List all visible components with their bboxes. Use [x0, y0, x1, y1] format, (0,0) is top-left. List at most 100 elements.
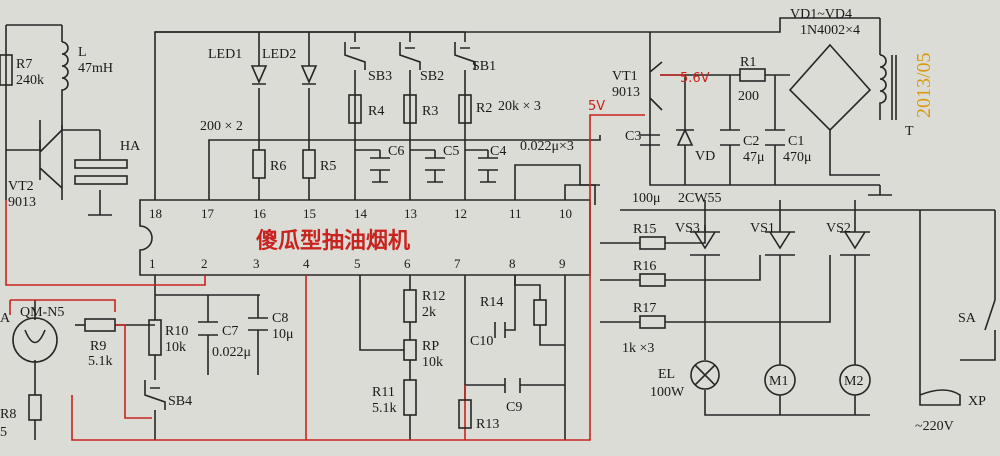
ic-pin-6: 6	[404, 256, 411, 271]
ic-pin-14: 14	[354, 206, 368, 221]
r8-value: 5	[0, 425, 7, 440]
sb4-label: SB4	[168, 394, 192, 409]
bridge-value: 1N4002×4	[800, 23, 860, 38]
c3-label: C3	[625, 129, 641, 144]
c3-value: 100μ	[632, 191, 661, 206]
c2-value: 47μ	[743, 150, 765, 165]
mains-label: ~220V	[915, 419, 954, 434]
vs3-label: VS3	[675, 221, 700, 236]
motor-m1	[764, 364, 796, 396]
r-value: 20k × 3	[498, 99, 541, 114]
c1-label: C1	[788, 134, 804, 149]
switch-sb2	[399, 42, 421, 70]
ic-pin-18: 18	[149, 206, 162, 221]
c6-label: C6	[388, 144, 404, 159]
r14-label: R14	[480, 295, 503, 310]
ic-pin-4: 4	[303, 256, 310, 271]
r3-label: R3	[422, 104, 438, 119]
resistor-r4	[348, 94, 362, 124]
c5-label: C5	[443, 144, 459, 159]
note-5-6v: 5.6V	[680, 71, 710, 86]
capacitor-c5	[425, 157, 445, 183]
potentiometer-rp	[403, 339, 417, 361]
c7-label: C7	[222, 324, 238, 339]
zener-vd	[676, 128, 694, 146]
bridge-rectifier	[788, 43, 872, 132]
r7-label: R7	[16, 57, 32, 72]
c-value: 0.022μ×3	[520, 139, 574, 154]
ic-pin-12: 12	[454, 206, 467, 221]
r2-label: R2	[476, 101, 492, 116]
rp-label: RP	[422, 339, 439, 354]
ic-pin-9: 9	[559, 256, 566, 271]
switch-sb3	[344, 42, 366, 70]
resistor-r17	[639, 315, 666, 329]
r11-label: R11	[372, 385, 395, 400]
triac-vs3	[690, 231, 720, 256]
wires	[5, 17, 996, 440]
r8-label: R8	[0, 407, 16, 422]
resistor-r6	[252, 149, 266, 179]
vt1-label: VT1	[612, 69, 638, 84]
plug-xp	[919, 389, 961, 406]
r15-label: R15	[633, 222, 656, 237]
vs1-label: VS1	[750, 221, 775, 236]
m1-label: M1	[769, 374, 788, 389]
ic-pin-11: 11	[509, 206, 522, 221]
resistor-r3	[403, 94, 417, 124]
r6-label: R6	[270, 159, 286, 174]
r10-value: 10k	[165, 340, 186, 355]
resistor-r11	[403, 379, 417, 416]
sa-label: SA	[958, 311, 977, 326]
ic-pin-10: 10	[559, 206, 572, 221]
r13-label: R13	[476, 417, 499, 432]
resistor-r8	[28, 394, 42, 421]
note-5v: 5V	[588, 99, 605, 114]
resistor-r16	[639, 273, 666, 287]
capacitor-c4	[478, 157, 498, 183]
l-value: 47mH	[78, 61, 113, 76]
capacitor-c7	[198, 321, 218, 336]
ic-title: 傻瓜型抽油烟机	[256, 229, 410, 254]
lamp-el	[690, 360, 720, 390]
r10-label: R10	[165, 324, 188, 339]
capacitor-c3	[640, 134, 660, 146]
resistor-r15	[639, 236, 666, 250]
r11-value: 5.1k	[372, 401, 397, 416]
r1-label: R1	[740, 55, 756, 70]
qm-label: QM-N5	[20, 305, 64, 320]
vd-label: VD	[695, 149, 715, 164]
zener-value: 2CW55	[678, 191, 722, 206]
bridge-label: VD1~VD4	[790, 7, 852, 22]
red-markings: 5V 5.6V	[5, 71, 710, 441]
switch-sb4	[144, 380, 166, 410]
triac-vs1	[765, 231, 795, 256]
el-label: EL	[658, 367, 675, 382]
ic-pin-3: 3	[253, 256, 260, 271]
r9-label: R9	[90, 339, 106, 354]
components: R7 240k L 47mH VT2 9013 HA LED1 LED2 200…	[0, 7, 996, 440]
t-label: T	[905, 124, 914, 139]
capacitor-c10	[494, 322, 506, 338]
vt2-value: 9013	[8, 195, 36, 210]
capacitor-c9	[504, 378, 521, 393]
sb3-label: SB3	[368, 69, 392, 84]
r5-label: R5	[320, 159, 336, 174]
ic-pin-15: 15	[303, 206, 316, 221]
ic-pin-2: 2	[201, 256, 208, 271]
r16-label: R16	[633, 259, 656, 274]
led-resistor-value: 200 × 2	[200, 119, 243, 134]
c8-value: 10μ	[272, 327, 294, 342]
l-label: L	[78, 45, 87, 60]
c7-value: 0.022μ	[212, 345, 251, 360]
switch-sa	[984, 299, 996, 331]
led2-label: LED2	[262, 47, 296, 62]
switch-sb1	[454, 42, 476, 70]
capacitor-c1	[765, 129, 785, 146]
inductor-l	[61, 41, 69, 98]
c4-label: C4	[490, 144, 506, 159]
rp-value: 10k	[422, 355, 443, 370]
